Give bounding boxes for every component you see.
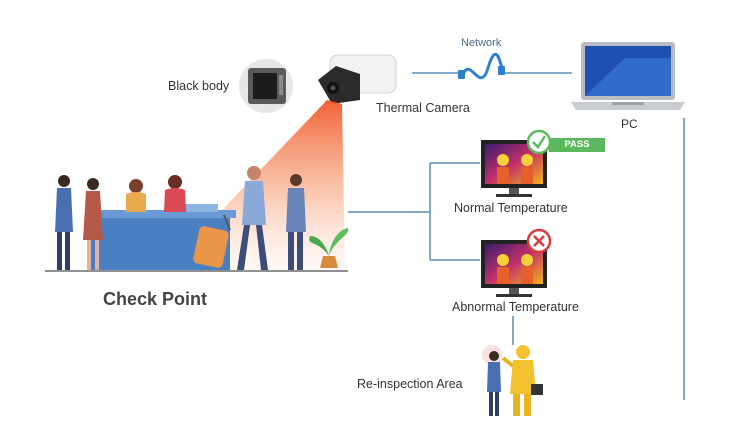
fail-x-icon bbox=[526, 228, 552, 254]
hazmat-inspector-icon bbox=[501, 345, 543, 416]
pass-badge: PASS bbox=[549, 138, 605, 152]
person-icon bbox=[164, 175, 186, 212]
normal-temperature-label: Normal Temperature bbox=[454, 201, 568, 215]
network-label: Network bbox=[461, 37, 502, 49]
thermal-camera-label: Thermal Camera bbox=[376, 101, 470, 115]
black-body-label: Black body bbox=[168, 79, 230, 93]
person-icon bbox=[286, 174, 306, 270]
abnormal-temperature-label: Abnormal Temperature bbox=[452, 300, 579, 314]
person-icon bbox=[487, 351, 501, 416]
person-icon bbox=[193, 166, 268, 270]
plant-icon bbox=[309, 228, 349, 268]
network-cable-icon bbox=[458, 52, 505, 80]
reinspection-area-label: Re-inspection Area bbox=[357, 377, 463, 391]
black-body-device-icon bbox=[239, 59, 293, 113]
pc-label: PC bbox=[621, 117, 638, 131]
check-point-label: Check Point bbox=[103, 289, 208, 309]
reinspection-scene bbox=[482, 345, 543, 416]
person-icon bbox=[55, 175, 73, 270]
laptop-pc-icon bbox=[571, 42, 685, 110]
person-icon bbox=[126, 179, 146, 212]
person-icon bbox=[83, 178, 103, 270]
pass-check-icon bbox=[526, 129, 552, 155]
check-point-scene bbox=[45, 166, 349, 272]
connector-lines bbox=[348, 72, 685, 400]
thermal-camera-icon bbox=[318, 54, 397, 104]
